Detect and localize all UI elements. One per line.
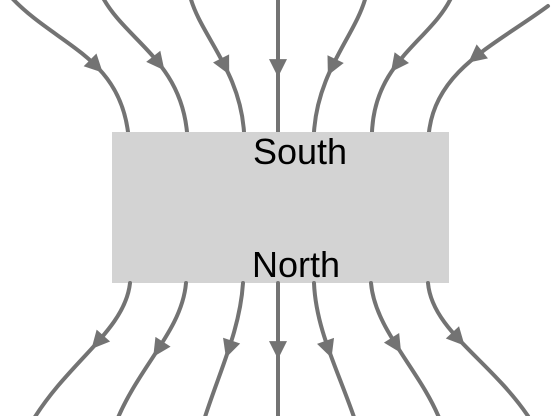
bottom-field-arrow-6 (383, 333, 402, 354)
top-field-line-7 (427, 4, 550, 134)
top-field-arrow-4 (269, 59, 287, 78)
bar-magnet (112, 132, 449, 283)
bottom-field-arrow-2 (153, 336, 171, 357)
bottom-field-line-3 (203, 281, 245, 416)
north-pole-label: North (252, 244, 340, 285)
bottom-field-line-6 (369, 281, 441, 416)
bottom-field-arrow-5 (317, 337, 335, 358)
bottom-field-line-5 (312, 281, 356, 416)
bottom-field-line-2 (116, 281, 188, 416)
bottom-field-arrow-3 (223, 337, 241, 358)
south-pole-label: South (253, 131, 347, 172)
top-field-lines (11, 0, 550, 134)
top-field-arrow-7 (468, 44, 488, 63)
top-field-line-5 (312, 0, 367, 134)
top-field-arrow-1 (83, 53, 103, 73)
top-field-arrow-6 (390, 52, 409, 72)
top-field-line-3 (189, 0, 246, 134)
top-field-line-6 (370, 0, 453, 134)
bottom-field-arrow-4 (269, 341, 287, 360)
bottom-field-arrow-1 (91, 329, 111, 350)
top-field-line-1 (11, 0, 130, 134)
bottom-field-line-7 (426, 281, 530, 416)
bottom-field-arrow-7 (445, 326, 465, 346)
top-field-line-2 (102, 0, 189, 134)
top-field-arrow-3 (213, 54, 230, 75)
top-field-arrow-5 (327, 55, 344, 76)
bottom-field-line-1 (33, 281, 132, 416)
top-field-arrow-2 (146, 50, 165, 71)
bottom-field-lines (33, 281, 530, 416)
